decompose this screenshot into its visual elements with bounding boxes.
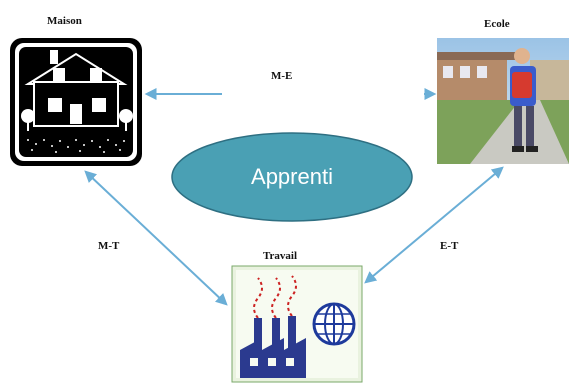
- factory-globe-icon: [231, 265, 363, 383]
- arrow-school-work: [364, 166, 504, 284]
- arrow-home-work: [84, 170, 228, 306]
- node-label-maison: Maison: [47, 15, 82, 27]
- node-label-ecole: Ecole: [484, 18, 510, 30]
- house-icon: [10, 38, 142, 166]
- center-label-apprenti: Apprenti: [251, 164, 333, 189]
- edge-label-m-e: M-E: [271, 70, 293, 82]
- apprenti-ellipse: [171, 132, 413, 222]
- schoolboy-photo: [437, 38, 569, 164]
- edge-label-m-t: M-T: [98, 240, 120, 252]
- edge-label-e-t: E-T: [440, 240, 459, 252]
- node-label-travail: Travail: [263, 250, 298, 262]
